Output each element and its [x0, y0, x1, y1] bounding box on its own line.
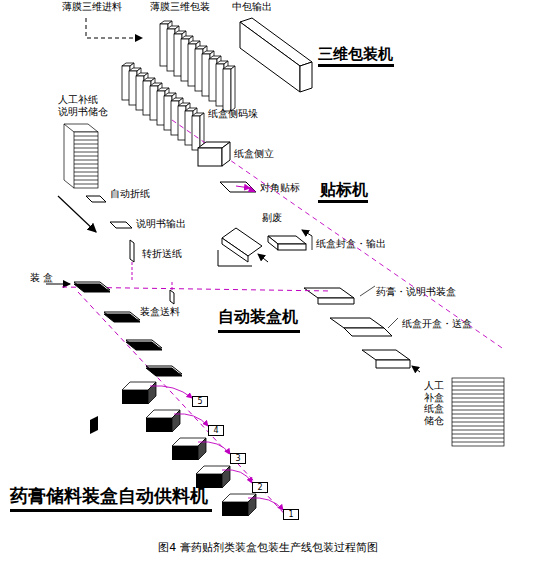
- callout-box: 3: [230, 453, 246, 464]
- step-label: 纸盒侧立: [234, 148, 274, 160]
- callout-box: 5: [192, 396, 208, 407]
- step-label: 对角贴标: [260, 182, 300, 194]
- callout-number: 4: [213, 426, 218, 435]
- step-label: 纸盒封盒・输出: [316, 238, 386, 250]
- machine-heading: 自动装盒机: [218, 308, 298, 326]
- machine-heading: 三维包装机: [318, 46, 393, 63]
- step-label: 中包输出: [232, 1, 272, 13]
- step-label: 薄膜三维进料: [62, 1, 122, 13]
- step-label: 剔废: [262, 212, 282, 224]
- step-label: 薄膜三维包装: [150, 1, 210, 13]
- machine-heading: 药膏储料装盒自动供料机: [10, 486, 208, 507]
- callout-box: 4: [208, 425, 224, 436]
- figure-caption: 图4 膏药贴剂类装盒包装生产线包装过程简图: [0, 542, 536, 555]
- callout-number: 3: [235, 454, 240, 463]
- callout-box: 2: [252, 482, 268, 493]
- step-label: 纸盒开盒・送盒: [402, 318, 472, 330]
- callout-number: 2: [257, 483, 262, 492]
- step-label: 人工补纸 说明书储仓: [58, 94, 118, 117]
- step-label: 装 盒: [30, 272, 53, 284]
- step-label: 装盒送料: [140, 306, 180, 318]
- callout-number: 1: [288, 510, 293, 519]
- callout-box: 1: [283, 509, 299, 520]
- callout-number: 5: [197, 397, 202, 406]
- step-label: 药膏・说明书装盒: [376, 286, 456, 298]
- step-label: 人工 补盒 纸盒 储仓: [424, 380, 448, 426]
- machine-heading: 贴标机: [320, 181, 368, 199]
- step-label: 自动折纸: [110, 188, 150, 200]
- step-label: 转折送纸: [142, 248, 182, 260]
- step-label: 说明书输出: [136, 218, 186, 230]
- step-label: 纸盒侧码垛: [208, 108, 258, 120]
